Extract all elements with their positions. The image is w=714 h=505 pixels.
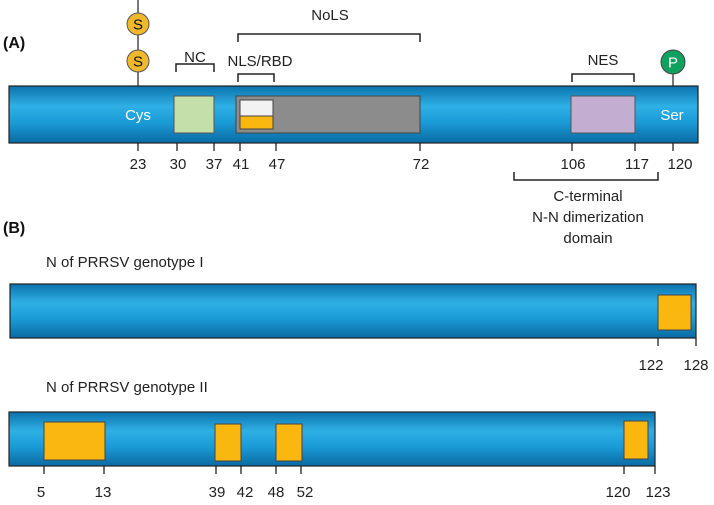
genotype2-orange-box-2 [214, 423, 242, 462]
tick-label: 42 [237, 484, 254, 501]
tick-label: 48 [268, 484, 285, 501]
nes-bracket [571, 73, 635, 82]
genotype2-orange-box-4 [623, 420, 649, 460]
nes-domain-box [570, 95, 636, 134]
genotype1-orange-box [657, 294, 692, 331]
tick-label: 122 [638, 357, 663, 374]
tick-label: 37 [206, 156, 223, 173]
panel-b-label: (B) [3, 220, 25, 237]
svg-text:P: P [668, 55, 678, 72]
genotype2-title: N of PRRSV genotype II [46, 379, 208, 396]
protein-bar-genotype1 [9, 283, 697, 339]
c-terminal-label-line1: C-terminal [553, 188, 622, 205]
nls-rbd-bracket [237, 73, 275, 82]
s-modification-top: S [126, 12, 150, 36]
ticks-a-lines [137, 143, 674, 151]
c-terminal-label-line2: N-N dimerization [532, 209, 644, 226]
nc-domain-box [173, 95, 215, 134]
tick-label: 123 [645, 484, 670, 501]
c-terminal-bracket [513, 172, 659, 181]
nc-bracket [175, 63, 215, 72]
tick-label: 30 [170, 156, 187, 173]
s-modification-bottom: S [126, 49, 150, 73]
nls-orange-box [239, 115, 274, 130]
tick-label: 23 [130, 156, 147, 173]
tick-label: 120 [667, 156, 692, 173]
tick-label: 120 [605, 484, 630, 501]
tick-label: 39 [209, 484, 226, 501]
svg-text:S: S [133, 17, 143, 34]
nols-label: NoLS [311, 7, 349, 24]
tick-label: 72 [413, 156, 430, 173]
genotype1-title: N of PRRSV genotype I [46, 254, 204, 271]
tick-label: 41 [233, 156, 250, 173]
tick-label: 52 [297, 484, 314, 501]
protein-bar-genotype2 [8, 411, 656, 467]
nls-white-box [239, 99, 274, 117]
tick-label: 47 [269, 156, 286, 173]
nls-rbd-label: NLS/RBD [227, 53, 292, 70]
svg-text:S: S [133, 54, 143, 71]
tick-label: 106 [560, 156, 585, 173]
ticks-genotype2-lines [43, 466, 656, 474]
nes-label: NES [588, 52, 619, 69]
ser-label: Ser [660, 107, 683, 124]
tick-label: 13 [95, 484, 112, 501]
c-terminal-label-line3: domain [563, 230, 612, 247]
genotype2-orange-box-3 [275, 423, 303, 462]
ticks-genotype1-lines [657, 338, 697, 346]
p-modification: P [660, 49, 686, 75]
tick-label: 5 [37, 484, 45, 501]
genotype2-orange-box-1 [43, 421, 106, 461]
panel-a-label: (A) [3, 35, 25, 52]
cys-label: Cys [125, 107, 151, 124]
tick-label: 128 [683, 357, 708, 374]
nc-label: NC [184, 49, 206, 66]
tick-label: 117 [625, 156, 649, 173]
nols-bracket [237, 33, 421, 42]
